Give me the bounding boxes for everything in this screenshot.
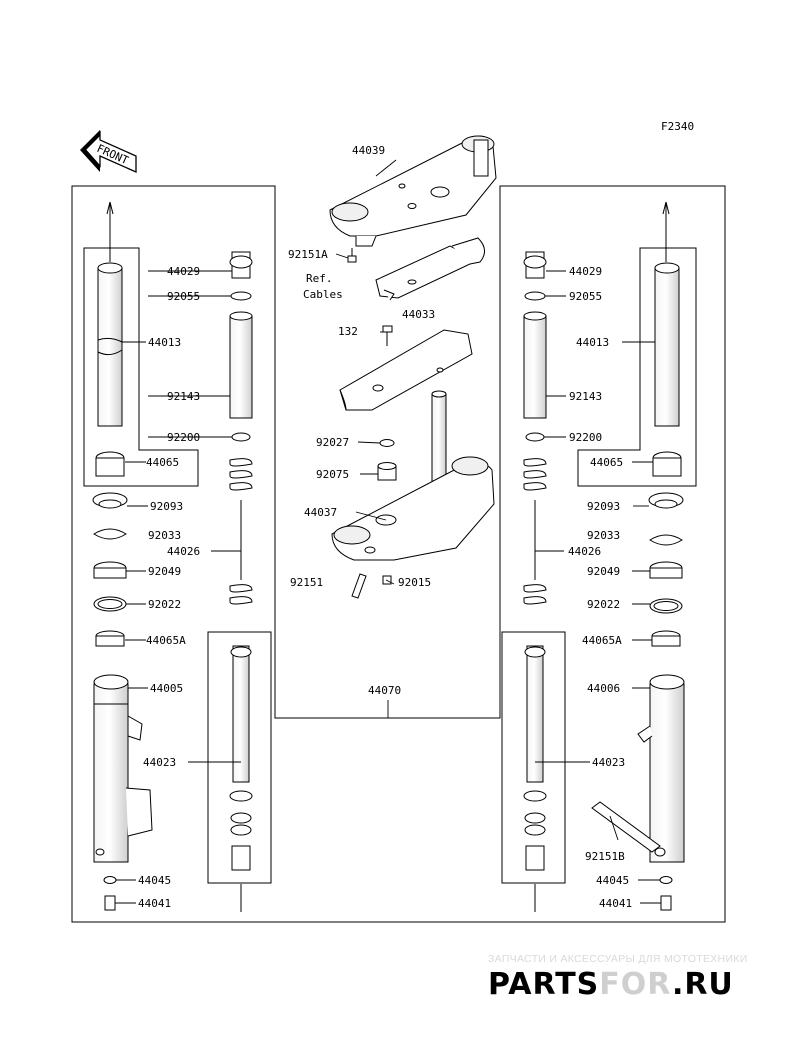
steering-stem-44037 [331, 390, 495, 561]
right-label-92151b: 92151B [585, 850, 625, 863]
right-label-92022: 92022 [587, 598, 620, 611]
bolt-92151 [351, 573, 367, 599]
left-label-92055: 92055 [167, 290, 200, 303]
right-label-44029: 44029 [569, 265, 602, 278]
part-label-92151: 92151 [290, 576, 323, 589]
left-fork-tube-group-frame [83, 247, 199, 487]
left-label-44026: 44026 [167, 545, 200, 558]
cables-label: Cables [303, 288, 343, 301]
right-fork-parts [591, 201, 685, 911]
watermark-brand-ru: .RU [672, 967, 734, 1002]
left-label-92049: 92049 [148, 565, 181, 578]
part-label-44033: 44033 [402, 308, 435, 321]
right-label-92093: 92093 [587, 500, 620, 513]
bolt-92151a [347, 248, 357, 263]
left-label-44023: 44023 [143, 756, 176, 769]
left-label-92033: 92033 [148, 529, 181, 542]
right-label-44013: 44013 [576, 336, 609, 349]
part-label-92075: 92075 [316, 468, 349, 481]
right-label-44023: 44023 [592, 756, 625, 769]
part-label-92151a: 92151A [288, 248, 328, 261]
watermark-brand-for: FOR [599, 967, 672, 1002]
left-label-92200: 92200 [167, 431, 200, 444]
left-label-44029: 44029 [167, 265, 200, 278]
right-label-44006: 44006 [587, 682, 620, 695]
part-label-92027: 92027 [316, 436, 349, 449]
right-label-92049: 92049 [587, 565, 620, 578]
right-inner-column [523, 251, 547, 912]
part-label-92015: 92015 [398, 576, 431, 589]
right-fork-tube-group-frame [577, 247, 697, 487]
bolt-132 [382, 325, 393, 346]
watermark: ЗАПЧАСТИ И АКСЕССУАРЫ ДЛЯ МОТОТЕХНИКИ PA… [488, 953, 748, 1002]
watermark-tagline: ЗАПЧАСТИ И АКСЕССУАРЫ ДЛЯ МОТОТЕХНИКИ [488, 953, 748, 965]
right-label-44065: 44065 [590, 456, 623, 469]
right-label-92200: 92200 [569, 431, 602, 444]
front-arrow-icon: FRONT [80, 130, 137, 174]
washer-92027 [379, 439, 395, 447]
part-label-44037: 44037 [304, 506, 337, 519]
right-label-44045: 44045 [596, 874, 629, 887]
left-label-44045: 44045 [138, 874, 171, 887]
figure-code: F2340 [661, 120, 694, 133]
left-label-92093: 92093 [150, 500, 183, 513]
part-label-132: 132 [338, 325, 358, 338]
left-label-92143: 92143 [167, 390, 200, 403]
left-label-44065a: 44065A [146, 634, 186, 647]
left-inner-column [229, 251, 253, 912]
right-label-92055: 92055 [569, 290, 602, 303]
watermark-brand-parts: PARTS [488, 967, 599, 1002]
part-label-44070: 44070 [368, 684, 401, 697]
right-label-92033: 92033 [587, 529, 620, 542]
left-label-44013: 44013 [148, 336, 181, 349]
left-label-44065: 44065 [146, 456, 179, 469]
right-label-44065a: 44065A [582, 634, 622, 647]
right-cylinder-group-frame [501, 631, 566, 884]
upper-triple-clamp [329, 135, 497, 247]
watermark-brand: PARTSFOR.RU [488, 967, 734, 1002]
left-cylinder-group-frame [207, 631, 272, 884]
left-fork-parts [92, 201, 153, 911]
main-frame [71, 185, 726, 923]
ref-label: Ref. [306, 272, 333, 285]
collar-92075 [377, 462, 397, 481]
right-label-92143: 92143 [569, 390, 602, 403]
left-label-44041: 44041 [138, 897, 171, 910]
right-label-44026: 44026 [568, 545, 601, 558]
part-label-44039: 44039 [352, 144, 385, 157]
right-label-44041: 44041 [599, 897, 632, 910]
leader-lines [115, 159, 661, 904]
headlight-bracket [339, 329, 473, 411]
cable-bracket-44033 [375, 237, 485, 301]
left-label-44005: 44005 [150, 682, 183, 695]
left-label-92022: 92022 [148, 598, 181, 611]
part-labels: 44039 92151A Ref. Cables 44033 132 92027… [138, 144, 632, 910]
